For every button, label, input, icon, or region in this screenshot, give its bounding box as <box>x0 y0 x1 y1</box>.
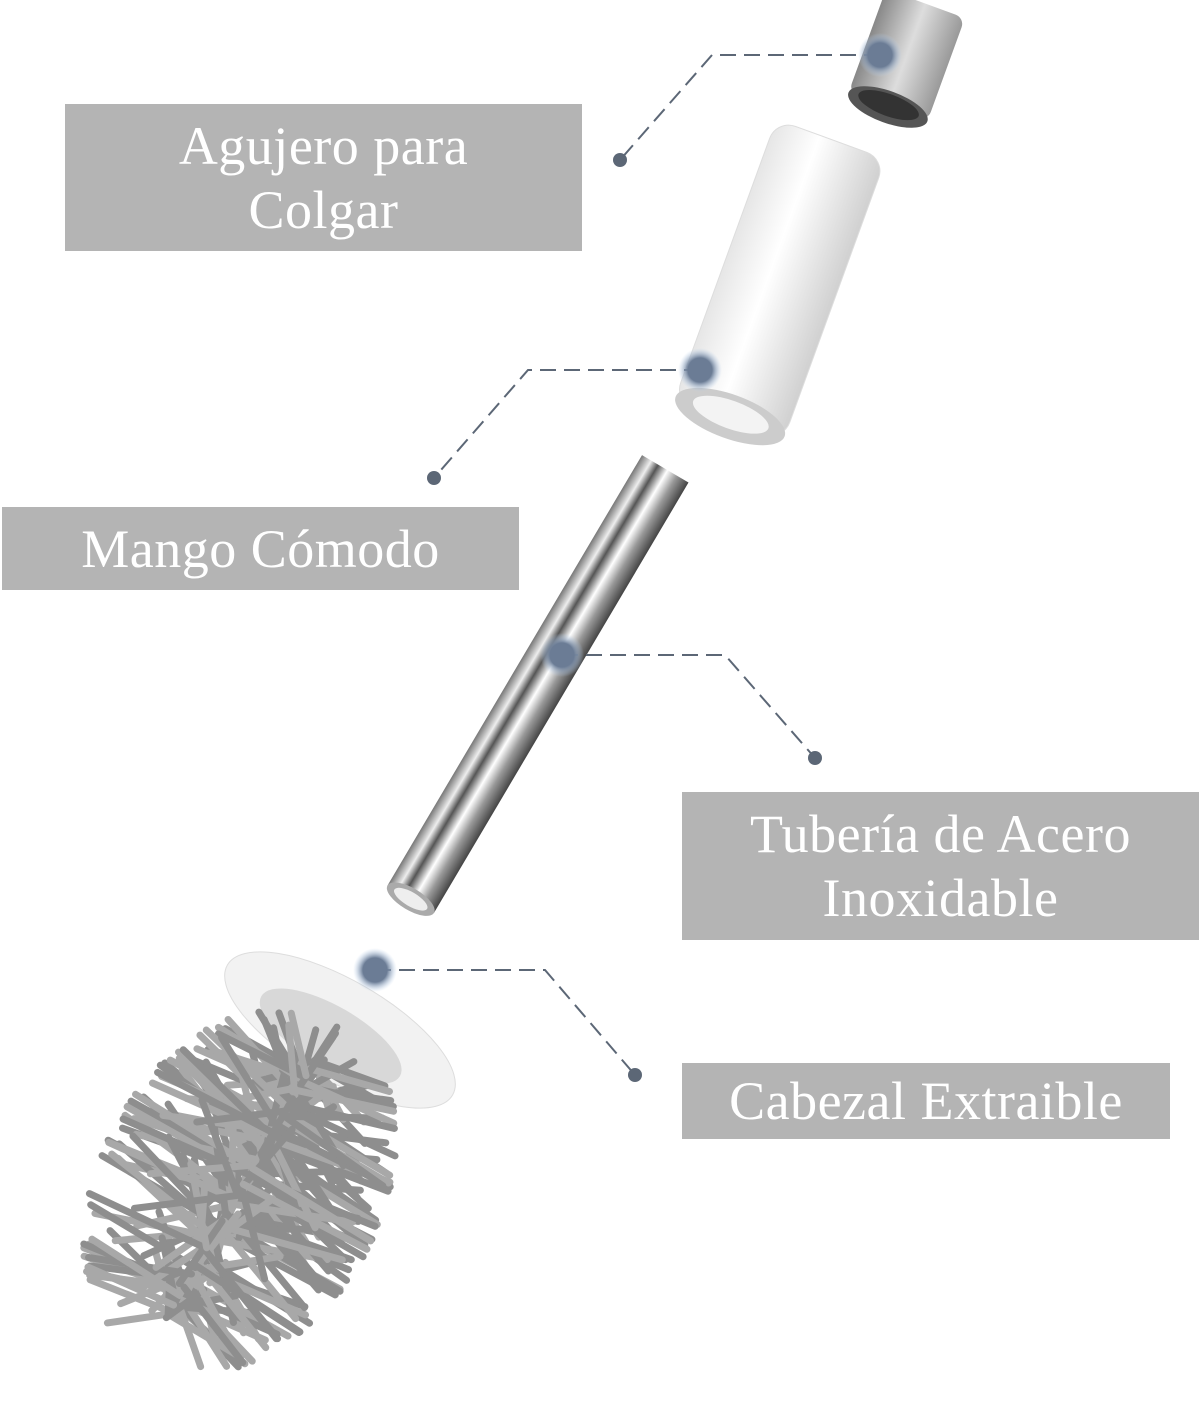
brush-head <box>80 951 456 1371</box>
label-text: Inoxidable <box>822 868 1059 928</box>
label-handle: Mango Cómodo <box>2 507 519 590</box>
label-text: Colgar <box>248 179 399 240</box>
marker-icon <box>858 33 902 77</box>
leader-handle <box>433 369 700 479</box>
steel-tube <box>386 455 689 916</box>
white-handle <box>675 124 881 446</box>
dot-icon <box>613 153 627 167</box>
leader-dots <box>427 153 822 1082</box>
marker-icon <box>678 348 722 392</box>
bristles <box>80 1008 399 1371</box>
label-text: Cabezal Extraible <box>729 1071 1123 1131</box>
dot-icon <box>808 751 822 765</box>
label-text: Agujero para <box>178 115 469 176</box>
label-steel-tube: Tubería de Acero Inoxidable <box>682 792 1199 940</box>
leader-lines <box>375 54 880 1076</box>
glow-markers <box>353 33 902 992</box>
label-text: Mango Cómodo <box>81 518 440 579</box>
leader-steel-tube <box>562 654 816 759</box>
leader-hanging-hole <box>619 54 880 161</box>
marker-icon <box>540 633 584 677</box>
dot-icon <box>427 471 441 485</box>
hanging-cap <box>848 0 963 128</box>
label-removable-head: Cabezal Extraible <box>682 1063 1170 1139</box>
leader-removable-head <box>375 969 636 1076</box>
label-text: Tubería de Acero <box>750 804 1131 864</box>
marker-icon <box>353 948 397 992</box>
label-hanging-hole: Agujero para Colgar <box>65 104 582 251</box>
dot-icon <box>628 1068 642 1082</box>
